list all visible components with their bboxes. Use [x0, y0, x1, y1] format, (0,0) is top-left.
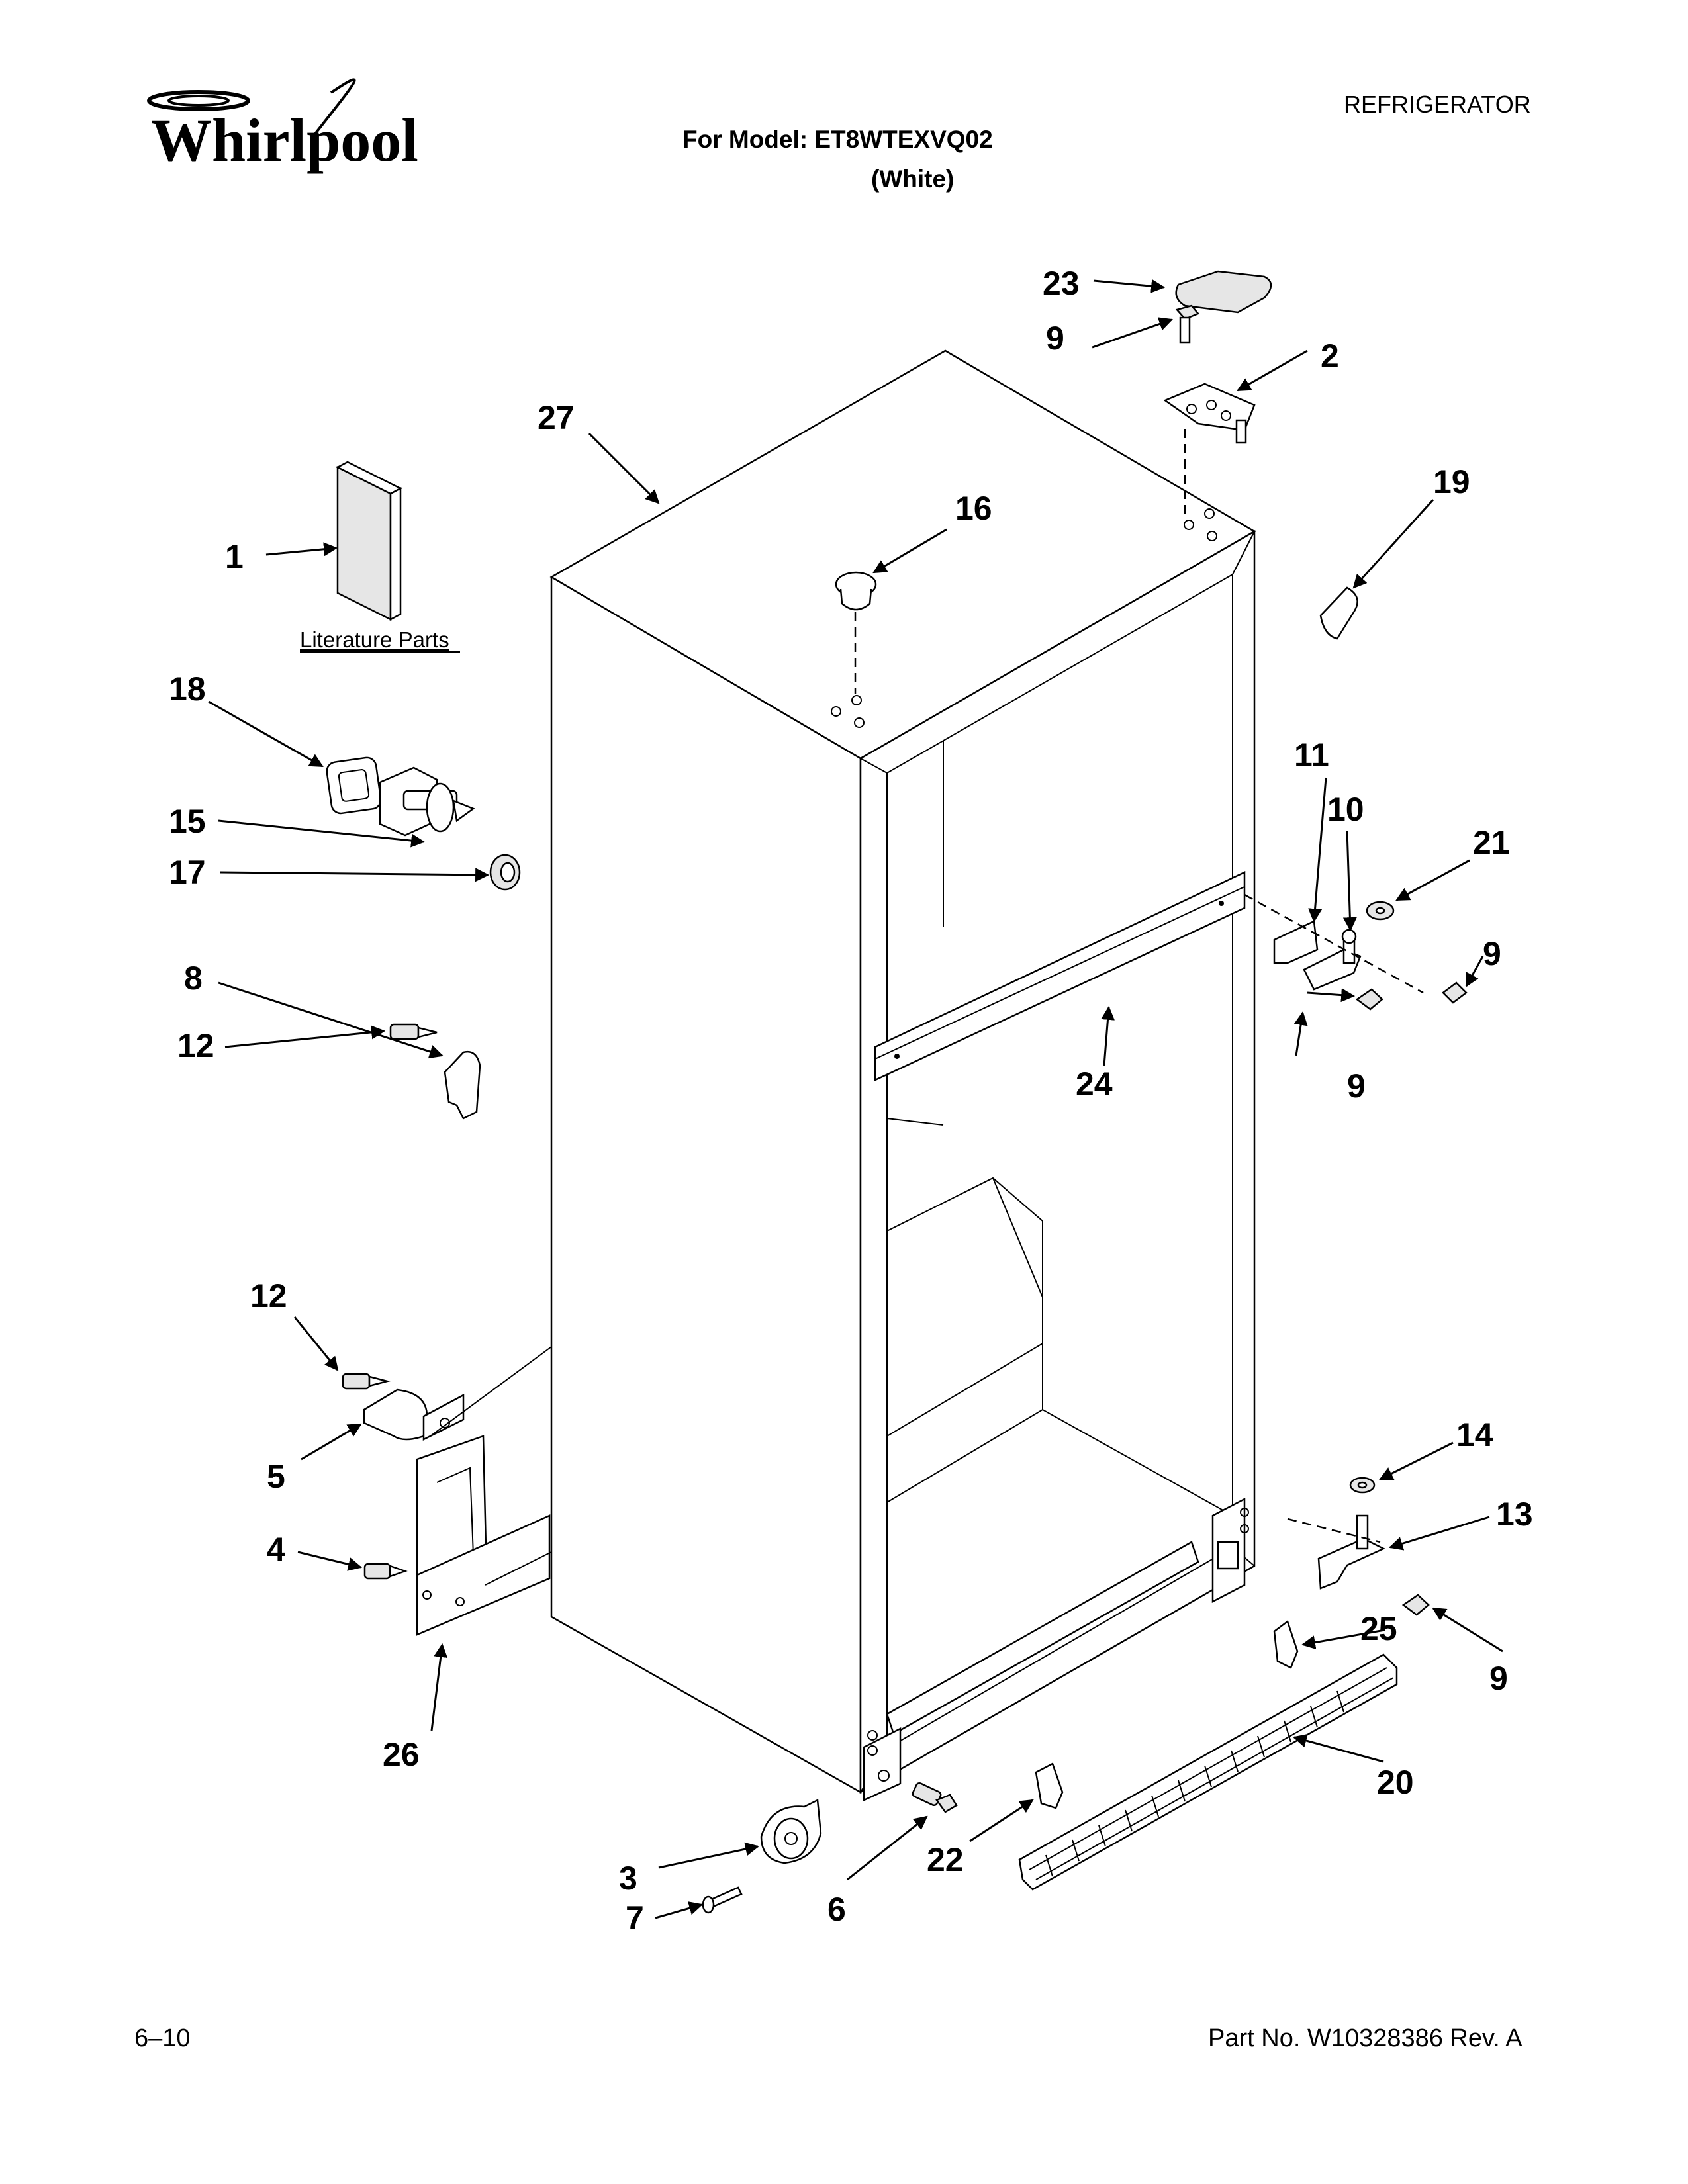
top-hinge-cover: [1175, 270, 1272, 314]
callout-25: 25: [1360, 1610, 1397, 1647]
grille-clip-right: [1273, 1619, 1299, 1669]
leveling-leg: [379, 766, 475, 837]
refrigerator-cabinet: [549, 349, 1256, 1801]
literature-label: Literature Parts: [300, 627, 449, 652]
screw-left-3: [363, 1563, 408, 1580]
brand-logo-text: Whirlpool: [151, 107, 418, 174]
callout-9-mid: 9: [1347, 1068, 1366, 1105]
callout-24: 24: [1076, 1066, 1113, 1103]
back-panel-plate: [416, 1435, 551, 1636]
leader-lines: [208, 279, 1503, 1919]
callout-1: 1: [225, 538, 244, 575]
callout-17: 17: [169, 854, 206, 891]
roller-screw: [912, 1782, 958, 1813]
top-hinge: [1163, 383, 1256, 444]
model-line: For Model: ET8WTEXVQ02: [682, 126, 993, 153]
hinge-screw-bottom: [1401, 1594, 1430, 1616]
callout-27: 27: [538, 399, 575, 436]
callout-19: 19: [1433, 463, 1470, 500]
callout-4: 4: [267, 1531, 285, 1568]
leveling-gasket: [326, 756, 382, 815]
roller-axle: [702, 1886, 743, 1914]
callout-22: 22: [927, 1841, 964, 1878]
hinge-screw-top: [1175, 304, 1200, 344]
callout-6: 6: [827, 1891, 846, 1928]
callout-9-bottom: 9: [1489, 1660, 1508, 1697]
hinge-washer: [1366, 901, 1395, 921]
color-line: (White): [871, 165, 954, 193]
callout-20: 20: [1377, 1764, 1414, 1801]
screw-left-2: [342, 1373, 391, 1390]
callout-26: 26: [383, 1736, 420, 1773]
literature-booklet: [336, 461, 402, 621]
cabinet-bracket: [363, 1388, 465, 1441]
leveling-nut: [489, 854, 521, 891]
callout-18: 18: [169, 670, 206, 707]
plug-button: [835, 571, 877, 611]
callout-5: 5: [267, 1458, 285, 1495]
callout-7: 7: [626, 1899, 644, 1936]
callout-3: 3: [619, 1860, 637, 1897]
hinge-shim: [1319, 586, 1358, 640]
whirlpool-logo: Whirlpool: [147, 78, 418, 174]
callout-10: 10: [1327, 791, 1364, 828]
callout-14: 14: [1456, 1416, 1493, 1453]
callout-numbers: 23 9 2 27 16 19 1 18 15 17 8 12 11 10 21…: [169, 265, 1533, 1936]
callout-9-right: 9: [1483, 935, 1501, 972]
callout-2: 2: [1321, 338, 1339, 375]
callout-13: 13: [1496, 1496, 1533, 1533]
callout-15: 15: [169, 803, 206, 840]
footer-part-number: Part No. W10328386 Rev. A: [1208, 2025, 1523, 2052]
bottom-hinge: [1317, 1514, 1385, 1590]
screw-left-1: [389, 1023, 438, 1040]
callout-23: 23: [1043, 265, 1080, 302]
kickplate-clip: [444, 1050, 481, 1120]
callout-12-bottom: 12: [250, 1277, 287, 1314]
center-hinge-bracket: [1273, 920, 1319, 964]
roller-assembly: [760, 1799, 822, 1864]
callout-21: 21: [1473, 824, 1510, 861]
category-label: REFRIGERATOR: [1344, 91, 1531, 118]
callout-9-top: 9: [1046, 320, 1064, 357]
footer-date: 6–10: [134, 2025, 191, 2052]
callout-12-top: 12: [177, 1027, 214, 1064]
callout-16: 16: [955, 490, 992, 527]
hinge-screw-mid: [1355, 981, 1468, 1011]
grille-clip-left: [1035, 1762, 1064, 1809]
base-grille: [1018, 1653, 1398, 1891]
callout-11: 11: [1294, 737, 1329, 774]
callout-8: 8: [184, 960, 203, 997]
bottom-hinge-washer: [1349, 1477, 1376, 1494]
